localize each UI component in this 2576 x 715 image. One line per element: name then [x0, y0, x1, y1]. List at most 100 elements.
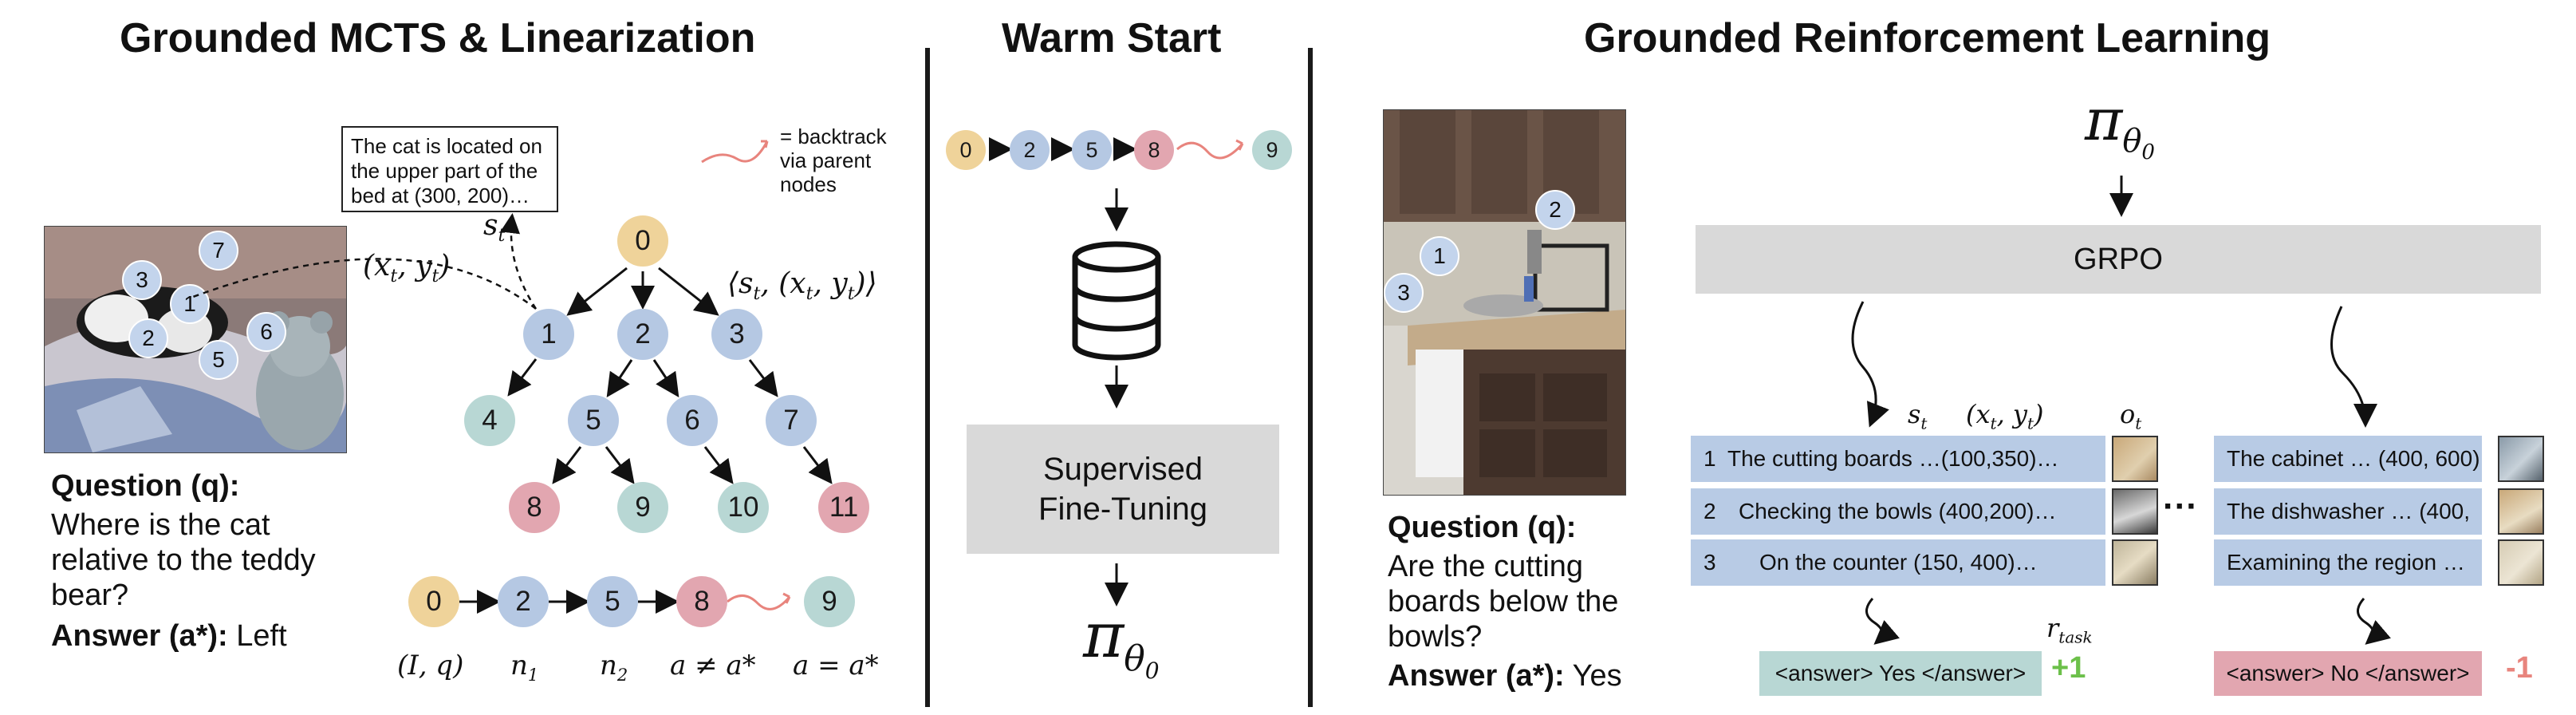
chain-node: 9: [1252, 130, 1292, 170]
rollouts-ellipsis: ···: [2163, 487, 2198, 526]
state-tuple-symbol: ⟨st, (xt, yt)⟩: [727, 267, 877, 305]
state-text: The cat is located on the upper part of …: [351, 134, 542, 207]
middle-panel-title: Warm Start: [1002, 15, 1222, 61]
tree-node: 5: [568, 395, 619, 446]
backtrack-legend-text: = backtrack via parent nodes: [780, 124, 887, 196]
image-marker: 2: [1535, 190, 1575, 230]
path-node: 9: [804, 576, 855, 627]
grpo-box: GRPO: [1696, 225, 2541, 294]
path-node: 2: [498, 576, 549, 627]
right-answer-value: Yes: [1572, 659, 1622, 693]
database-icon: [1072, 241, 1161, 361]
observation-thumbnail: [2498, 488, 2544, 535]
answer-box-correct: <answer> Yes </answer>: [1759, 651, 2042, 696]
right-answer: Answer (a*): Yes: [1388, 659, 1622, 693]
tree-node: 3: [711, 309, 762, 360]
reward-positive: +1: [2051, 651, 2086, 685]
tree-node: 4: [464, 395, 515, 446]
row-text: The cabinet … (400, 600): [2227, 446, 2480, 471]
rollout-row: The cabinet … (400, 600): [2214, 436, 2482, 482]
image-marker: 3: [122, 260, 162, 300]
middle-policy-symbol: πθ0: [1083, 600, 1160, 684]
observation-thumbnail: [2112, 539, 2158, 586]
row-number: 3: [1704, 550, 1716, 575]
path-label-correct: a = a*: [793, 650, 879, 681]
right-flow-arrows: [1851, 176, 2391, 645]
image-marker: 1: [1420, 236, 1459, 276]
answer-box-incorrect: <answer> No </answer>: [2214, 651, 2482, 696]
middle-chain-edges: [989, 137, 1244, 161]
rollout-row: 3 On the counter (150, 400)…: [1691, 539, 2105, 586]
rollout-row: 1 The cutting boards …(100,350)…: [1691, 436, 2105, 482]
left-question-text: Where is the cat relative to the teddy b…: [51, 508, 316, 612]
answer-incorrect-text: <answer> No </answer>: [2226, 661, 2470, 685]
chain-node: 5: [1072, 130, 1112, 170]
row-text: The cutting boards …(100,350)…: [1727, 446, 2059, 471]
image-marker: 3: [1384, 273, 1424, 313]
path-node: 0: [408, 576, 459, 627]
tree-node: 6: [667, 395, 718, 446]
sft-box: Supervised Fine-Tuning: [967, 425, 1279, 554]
path-node: 5: [587, 576, 638, 627]
chain-node: 2: [1010, 130, 1050, 170]
image-marker: 7: [199, 231, 238, 271]
tree-node: 9: [617, 482, 668, 533]
rollout-row: 2 Checking the bowls (400,200)…: [1691, 488, 2105, 535]
image-marker: 5: [199, 340, 238, 380]
image-marker: 2: [128, 318, 168, 358]
row-text: Examining the region …: [2227, 550, 2465, 575]
middle-flow-arrows: [1105, 188, 1128, 606]
image-marker: 1: [170, 284, 210, 324]
path-label-n1: n1: [510, 650, 539, 685]
tree-node: 7: [766, 395, 817, 446]
path-label-wrong: a ≠ a*: [670, 650, 756, 681]
rollout-row: Examining the region …: [2214, 539, 2482, 586]
row-number: 1: [1704, 446, 1716, 471]
row-text: On the counter (150, 400)…: [1759, 550, 2038, 575]
row-text: Checking the bowls (400,200)…: [1739, 499, 2057, 523]
observation-thumbnail: [2112, 488, 2158, 535]
right-question-label: Question (q):: [1388, 511, 1577, 544]
left-question-label: Question (q):: [51, 469, 240, 503]
rollout-row: The dishwasher … (400,: [2214, 488, 2482, 535]
tree-node: 11: [818, 482, 869, 533]
cat-bed-photo: 3 7 1 2 5 6: [44, 226, 347, 453]
path-label-input: (I, q): [397, 650, 464, 681]
chain-node: 0: [946, 130, 986, 170]
left-answer: Answer (a*): Left: [51, 619, 287, 654]
tree-node: 2: [617, 309, 668, 360]
col-header-coords: (xt, yt): [1966, 399, 2044, 433]
image-marker: 6: [246, 312, 286, 352]
row-text: The dishwasher … (400,: [2227, 499, 2471, 523]
chain-node: 8: [1134, 130, 1174, 170]
tree-node: 8: [509, 482, 560, 533]
observation-thumbnail: [2112, 436, 2158, 482]
reward-negative: -1: [2506, 651, 2533, 685]
path-node: 8: [676, 576, 727, 627]
tree-node: 0: [617, 215, 668, 267]
tree-node: 1: [523, 309, 574, 360]
tree-node: 10: [718, 482, 769, 533]
observation-thumbnail: [2498, 436, 2544, 482]
left-answer-value: Left: [236, 619, 287, 653]
panel-divider: [925, 48, 930, 707]
right-answer-label: Answer (a*):: [1388, 659, 1565, 693]
task-reward-symbol: rtask: [2046, 613, 2093, 647]
left-answer-label: Answer (a*):: [51, 619, 228, 653]
col-header-observation: ot: [2120, 399, 2142, 433]
right-policy-symbol: πθ0: [2085, 86, 2155, 165]
col-header-state: st: [1908, 399, 1928, 433]
panel-divider: [1308, 48, 1313, 707]
kitchen-photo: 2 1 3: [1383, 109, 1626, 496]
row-number: 2: [1704, 499, 1716, 523]
state-text-box: The cat is located on the upper part of …: [341, 126, 558, 212]
path-label-n2: n2: [600, 650, 628, 685]
state-symbol: st: [483, 209, 506, 247]
left-panel-title: Grounded MCTS & Linearization: [120, 15, 756, 61]
right-panel-title: Grounded Reinforcement Learning: [1584, 15, 2271, 61]
grpo-label: GRPO: [2074, 242, 2163, 276]
answer-correct-text: <answer> Yes </answer>: [1774, 661, 2027, 685]
sft-label: Supervised Fine-Tuning: [1038, 452, 1207, 527]
backtrack-legend-arrow: [701, 140, 769, 164]
coordinate-symbol: (xt, yt): [363, 250, 451, 287]
